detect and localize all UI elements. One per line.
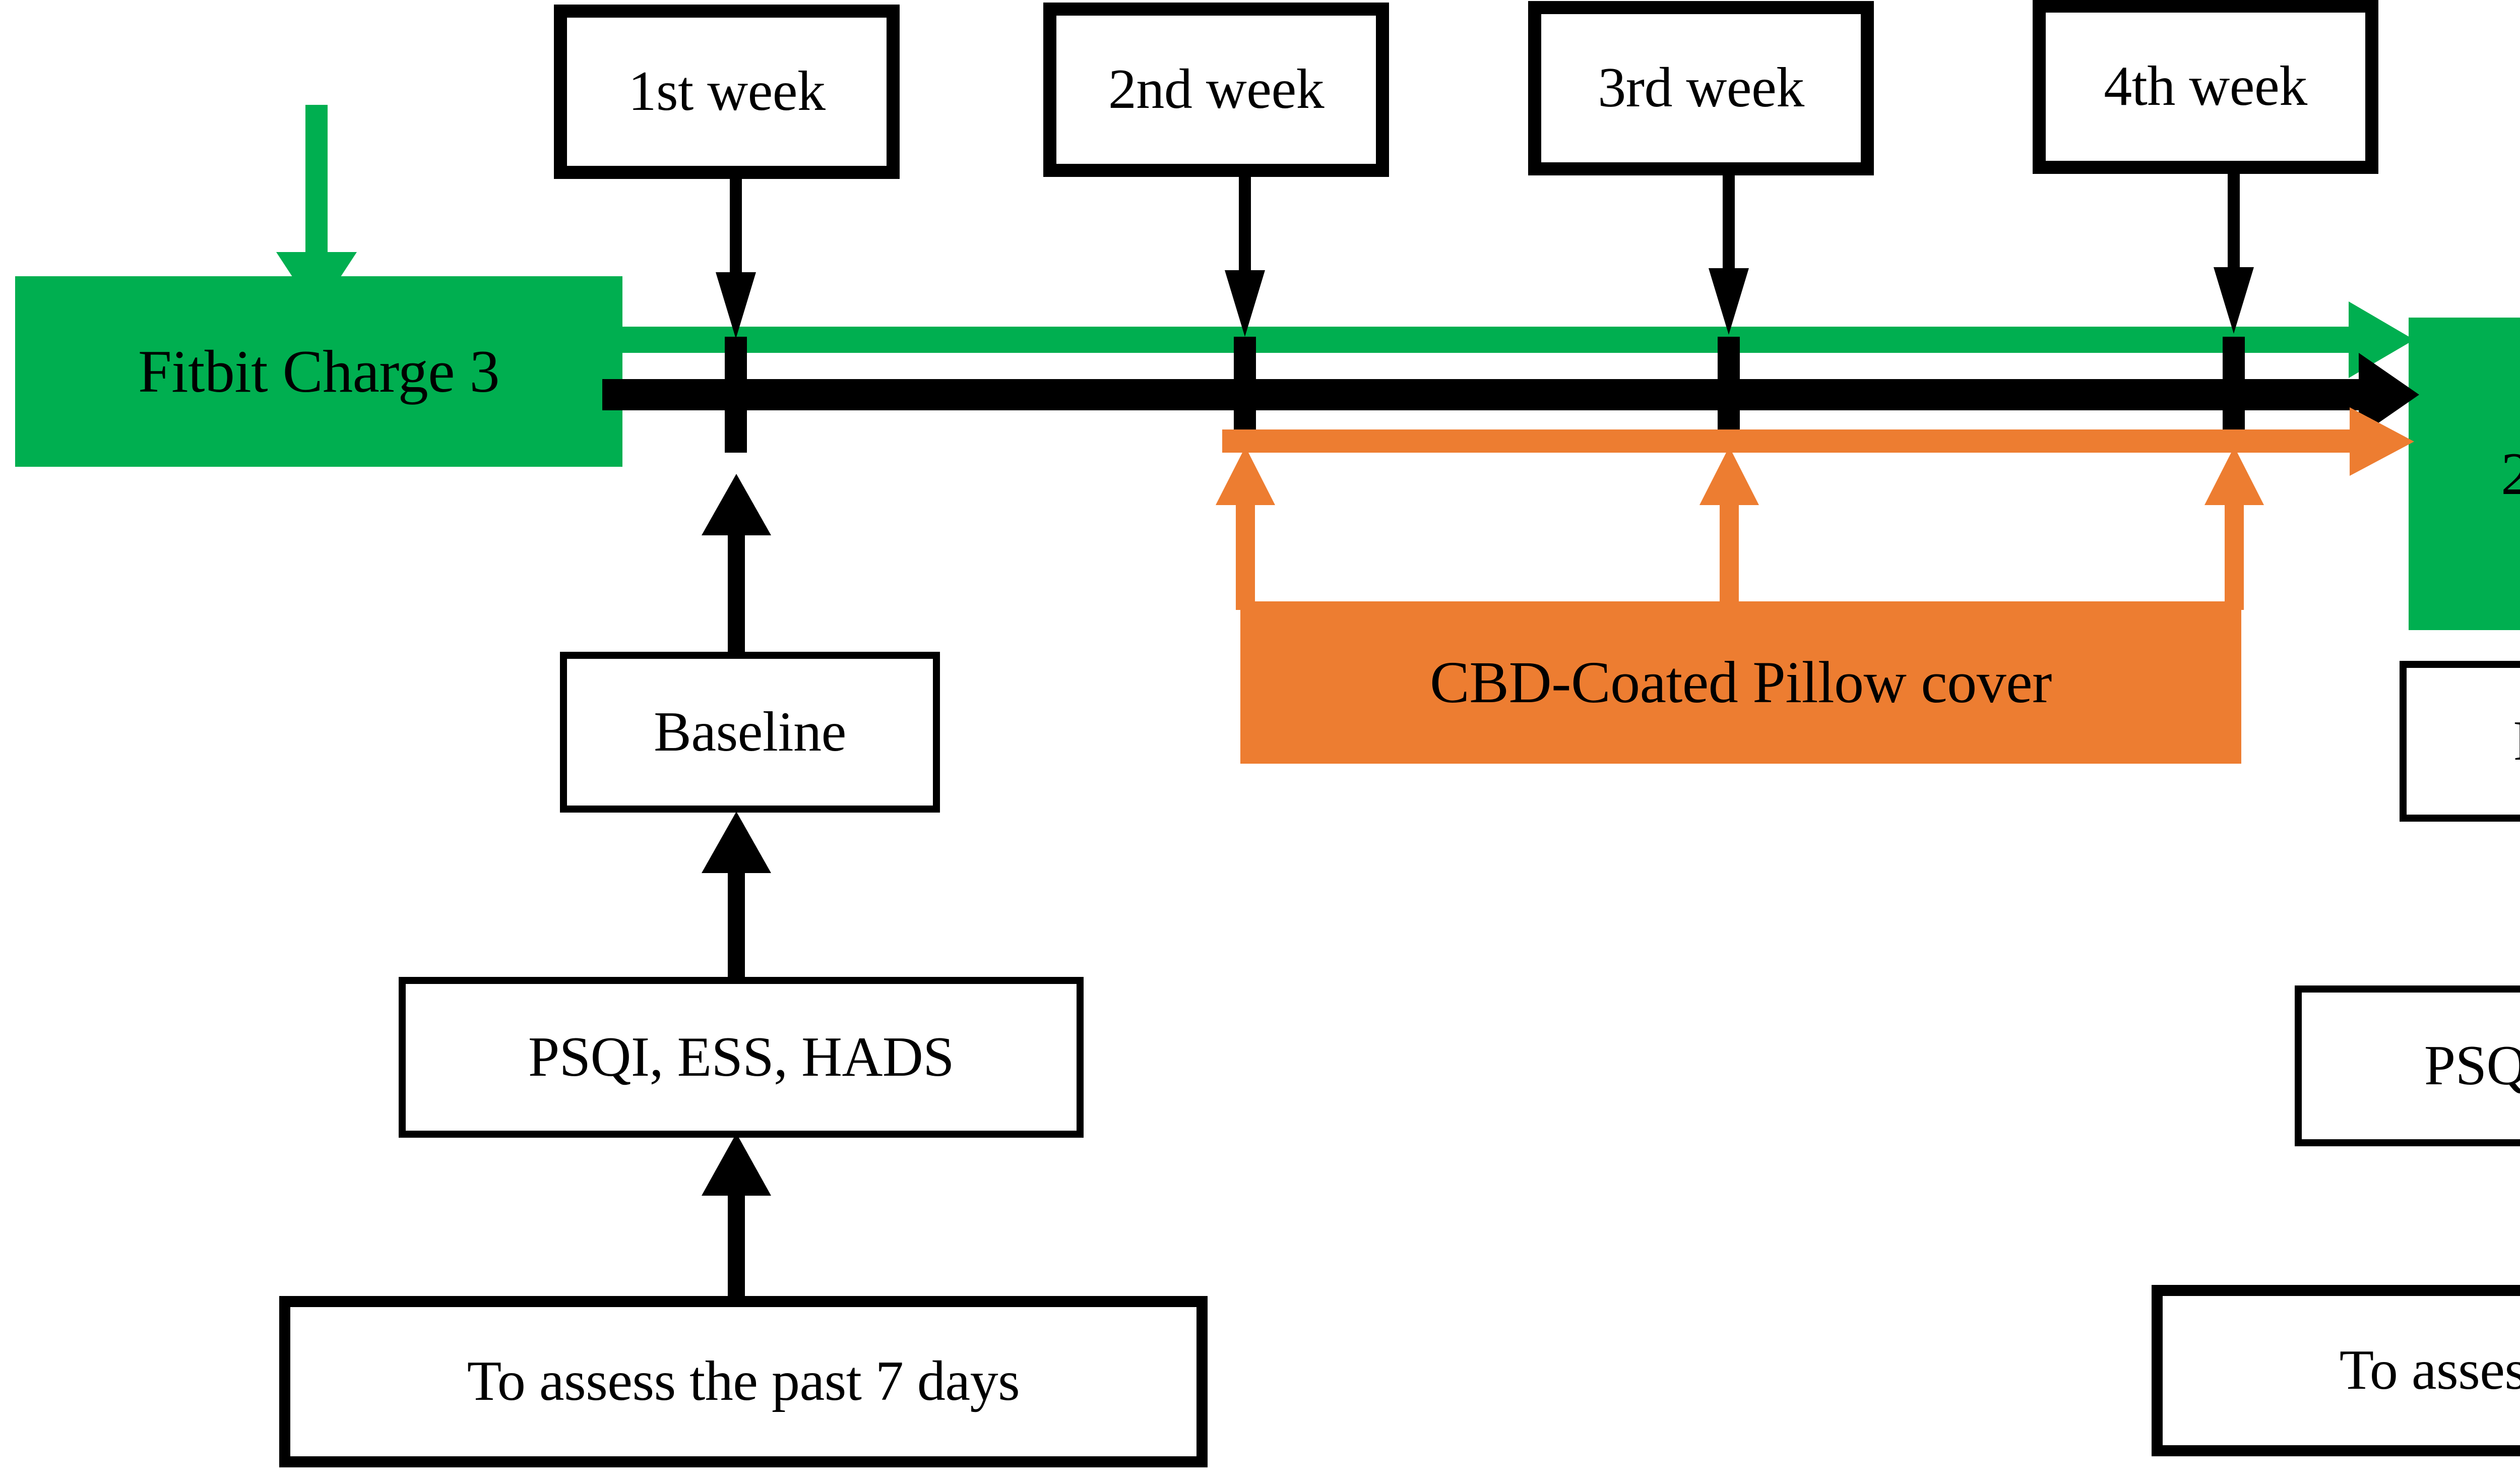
instruments-box-right (2295, 985, 2520, 1146)
week-label-boxes (554, 0, 2378, 179)
fitbit-wear-period-arrow (602, 301, 2414, 378)
week-arrow-4 (2214, 161, 2254, 334)
week-arrow-2 (1225, 164, 1265, 337)
week-box-2 (1043, 3, 1389, 177)
instruments-box-left (399, 977, 1084, 1138)
week-to-timeline-arrows (716, 161, 2254, 339)
instruments-to-baseline-arrow-left (702, 812, 771, 983)
week-box-1 (554, 5, 900, 179)
baseline-box (560, 652, 940, 813)
intervention-block (1240, 601, 2241, 764)
intervention-arrow-week2 (1216, 447, 1275, 610)
week-box-4 (2033, 0, 2378, 174)
week-box-3 (1528, 1, 1874, 175)
intervention-arrow-week3 (1699, 447, 1759, 610)
nights-total-box (2409, 318, 2520, 630)
baseline-to-timeline-arrow (702, 474, 771, 660)
intervention-up-arrows (1216, 447, 2264, 610)
intervention-arrow-week4 (2204, 447, 2264, 610)
intervention-period-arrow (1222, 407, 2414, 476)
week-arrow-3 (1709, 162, 1749, 335)
post-week-box (2400, 661, 2520, 822)
week-arrow-1 (716, 166, 756, 339)
recall-to-instruments-arrow-left (702, 1133, 771, 1306)
recall-box-right (2152, 1285, 2520, 1456)
green-start-arrow-icon (276, 105, 357, 314)
timeline-tick-week1 (725, 337, 747, 453)
timeline-axis (602, 353, 2419, 437)
recall-box-left (279, 1296, 1208, 1467)
